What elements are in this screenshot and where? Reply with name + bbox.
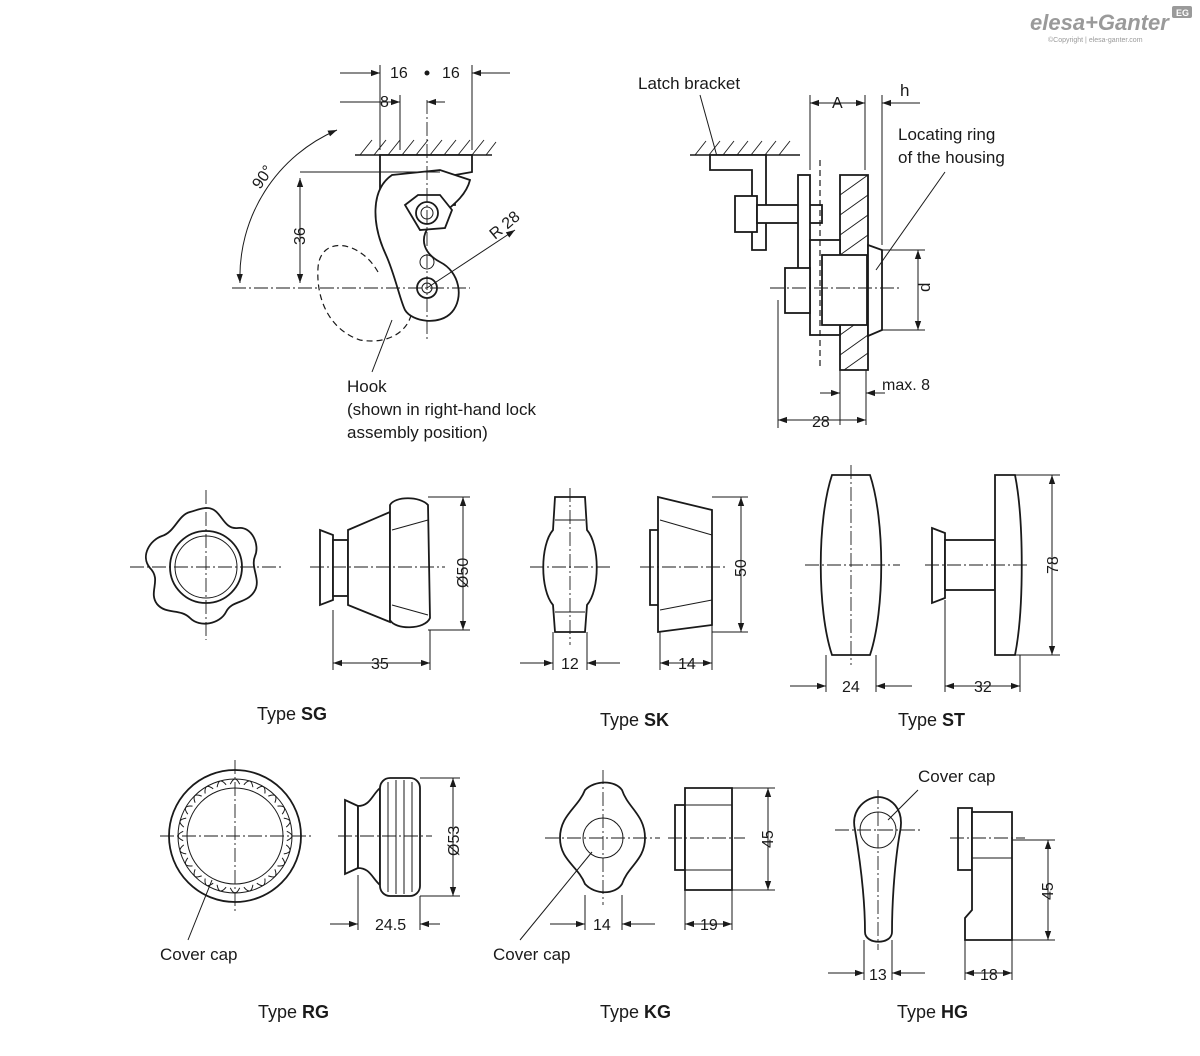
rg-knurl-tooth bbox=[184, 805, 193, 815]
type-sg-drawing: Ø50 35 Type SG bbox=[130, 490, 472, 724]
rg-knurl-tooth bbox=[256, 785, 266, 794]
rg-knurl-tooth bbox=[216, 780, 227, 788]
dim-r28: R 28 bbox=[487, 208, 524, 243]
cover-cap-label-rg: Cover cap bbox=[160, 945, 237, 964]
type-sk-caption: Type SK bbox=[600, 710, 669, 730]
rg-knurl-tooth bbox=[268, 794, 277, 803]
rg-knurl-teeth bbox=[177, 778, 293, 894]
rg-knurl-tooth bbox=[243, 780, 254, 788]
side-section-view: Latch bracket bbox=[638, 74, 1005, 431]
dim-a: A bbox=[832, 95, 843, 112]
dim-h: h bbox=[900, 81, 909, 100]
type-kg-caption: Type KG bbox=[600, 1002, 671, 1022]
dim-st-w1: 24 bbox=[842, 679, 860, 696]
brand-badge bbox=[1172, 6, 1192, 18]
dim-hg-w2: 18 bbox=[980, 967, 998, 984]
dim-sk-w2: 14 bbox=[678, 656, 696, 673]
type-rg-drawing: Cover cap Ø53 24.5 Type RG bbox=[160, 760, 463, 1022]
dim-rg-dia: Ø53 bbox=[446, 826, 463, 856]
rg-knurl-tooth bbox=[179, 817, 187, 828]
rg-knurl-tooth bbox=[204, 785, 214, 794]
locating-ring-label-1: Locating ring bbox=[898, 125, 995, 144]
dim-max-8: max. 8 bbox=[882, 377, 930, 394]
brand-logo-text: elesa+Ganter bbox=[1030, 10, 1170, 35]
dim-sk-height: 50 bbox=[733, 559, 750, 577]
cover-cap-label-hg: Cover cap bbox=[918, 767, 995, 786]
latch-bracket-label: Latch bracket bbox=[638, 74, 740, 93]
rg-knurl-tooth bbox=[256, 878, 266, 887]
dim-hg-height: 45 bbox=[1040, 882, 1057, 900]
rg-knurl-tooth bbox=[286, 830, 293, 842]
dim-rg-len: 24.5 bbox=[375, 917, 406, 934]
type-hg-caption: Type HG bbox=[897, 1002, 968, 1022]
dim-kg-w2: 19 bbox=[700, 917, 718, 934]
type-sg-caption: Type SG bbox=[257, 704, 327, 724]
dim-st-w2: 32 bbox=[974, 679, 992, 696]
rg-knurl-tooth bbox=[283, 817, 291, 828]
copyright-text: ©Copyright | elesa-ganter.com bbox=[1048, 36, 1143, 44]
hook-label-3: assembly position) bbox=[347, 423, 488, 442]
type-kg-drawing: Cover cap 45 14 19 Type KG bbox=[493, 770, 777, 1022]
dim-st-height: 78 bbox=[1045, 556, 1062, 574]
hook-latch-view: 16 16 8 36 90° R 28 Hook (shown in right… bbox=[232, 65, 536, 442]
hook-label-2: (shown in right-hand lock bbox=[347, 400, 536, 419]
type-sk-drawing: 50 12 14 Type SK bbox=[520, 488, 750, 730]
rg-knurl-tooth bbox=[283, 844, 291, 855]
rg-knurl-tooth bbox=[204, 878, 214, 887]
rg-knurl-tooth bbox=[193, 794, 202, 803]
rg-knurl-tooth bbox=[277, 857, 286, 867]
dim-16-left: 16 bbox=[390, 65, 408, 82]
rg-knurl-tooth bbox=[179, 844, 187, 855]
rg-knurl-tooth bbox=[184, 857, 193, 867]
type-st-drawing: 78 24 32 Type ST bbox=[790, 465, 1062, 730]
type-st-caption: Type ST bbox=[898, 710, 965, 730]
dim-d: d bbox=[915, 283, 934, 292]
dim-kg-w1: 14 bbox=[593, 917, 611, 934]
type-rg-caption: Type RG bbox=[258, 1002, 329, 1022]
rg-knurl-tooth bbox=[229, 778, 241, 785]
cover-cap-label-kg: Cover cap bbox=[493, 945, 570, 964]
dim-8: 8 bbox=[380, 94, 389, 111]
rg-knurl-tooth bbox=[268, 869, 277, 878]
dim-sg-dia: Ø50 bbox=[455, 558, 472, 588]
dim-hg-w1: 13 bbox=[869, 967, 887, 984]
dim-36: 36 bbox=[292, 227, 309, 245]
type-hg-drawing: Cover cap 45 13 18 Type HG bbox=[828, 767, 1057, 1022]
dim-sg-len: 35 bbox=[371, 656, 389, 673]
dim-16-right: 16 bbox=[442, 65, 460, 82]
locating-ring-label-2: of the housing bbox=[898, 148, 1005, 167]
dim-90-degree: 90° bbox=[249, 163, 277, 193]
rg-knurl-tooth bbox=[193, 869, 202, 878]
rg-knurl-tooth bbox=[243, 884, 254, 892]
dim-kg-height: 45 bbox=[760, 830, 777, 848]
dim-sk-w1: 12 bbox=[561, 656, 579, 673]
dim-28: 28 bbox=[812, 414, 830, 431]
rg-knurl-tooth bbox=[277, 805, 286, 815]
rg-knurl-tooth bbox=[216, 884, 227, 892]
hook-label-1: Hook bbox=[347, 377, 387, 396]
brand-logo: elesa+Ganter ©Copyright | elesa-ganter.c… bbox=[1030, 6, 1192, 44]
brand-badge-text: EG bbox=[1176, 8, 1189, 18]
